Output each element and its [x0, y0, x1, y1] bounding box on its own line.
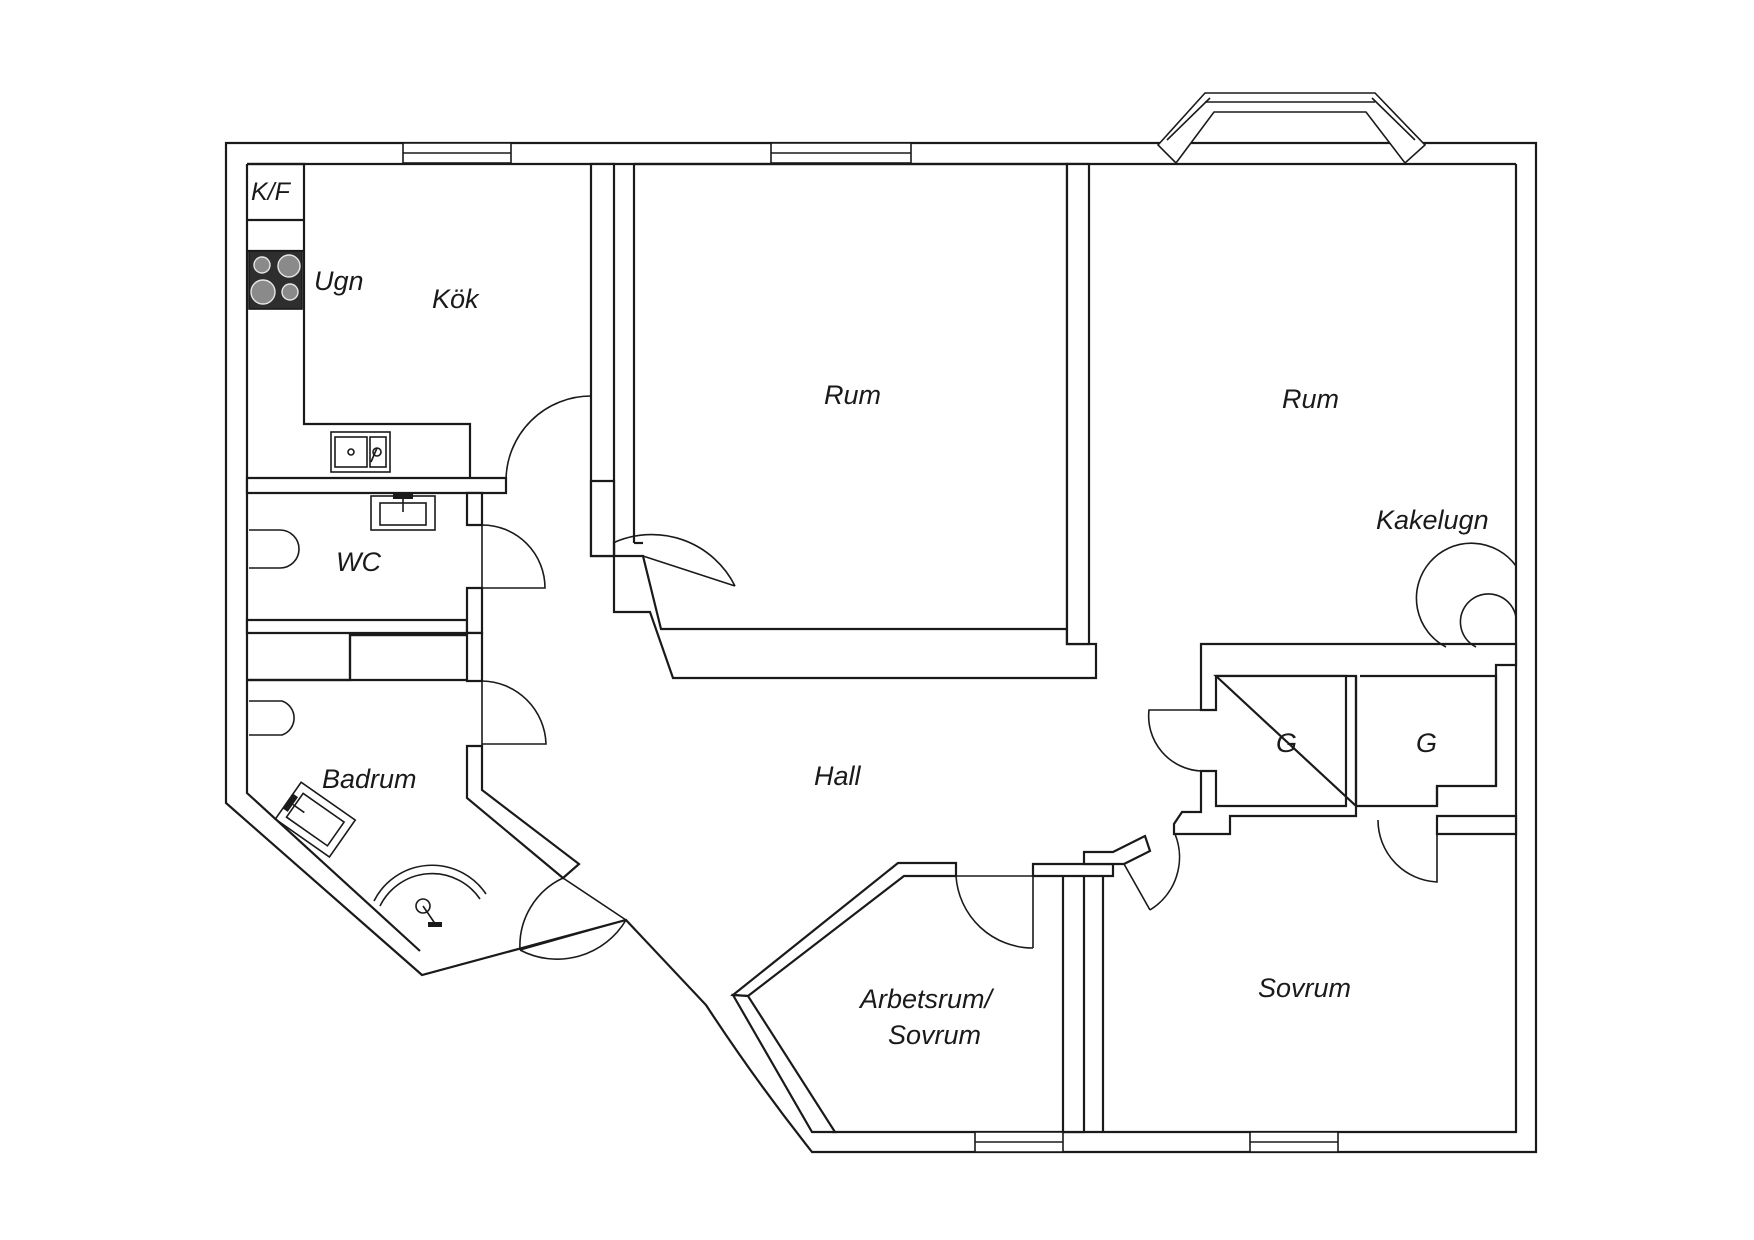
door-study: [955, 875, 1034, 949]
label-bathroom: Badrum: [322, 764, 417, 794]
door-closet-1: [1147, 709, 1202, 772]
label-living-room-1: Rum: [824, 380, 881, 410]
door-wc: [481, 524, 546, 589]
bathroom-toilet-icon: [249, 700, 295, 736]
label-tiled-stove: Kakelugn: [1376, 505, 1489, 535]
door-living-room: [612, 533, 736, 587]
label-closet-2: G: [1416, 728, 1437, 758]
label-fridge-freezer: K/F: [251, 178, 292, 206]
label-kitchen: Kök: [432, 284, 480, 314]
toilet-icon: [249, 529, 300, 569]
label-oven: Ugn: [314, 266, 364, 296]
shower-icon: [373, 864, 487, 927]
door-entrance: [519, 877, 627, 960]
bathroom-fixtures: [274, 781, 487, 927]
label-closet-1: G: [1276, 728, 1297, 758]
kitchen-fixtures: [247, 162, 472, 478]
wc-sink-icon: [370, 494, 436, 531]
label-study-line1: Arbetsrum/: [858, 984, 995, 1014]
tiled-stove-icon: [1415, 542, 1517, 648]
kitchen-sink-icon: [330, 431, 391, 473]
bathroom-sink-icon: [274, 781, 357, 859]
label-study-line2: Sovrum: [888, 1020, 981, 1050]
labels: K/F Ugn Kök Rum Rum Kakelugn WC Badrum H…: [251, 178, 1489, 1050]
label-hall: Hall: [814, 761, 862, 791]
door-closet-2: [1377, 816, 1438, 883]
door-kitchen: [505, 395, 592, 482]
door-bathroom: [481, 680, 547, 746]
wc-fixtures: [249, 494, 436, 736]
door-bedroom: [1123, 833, 1181, 911]
label-bedroom: Sovrum: [1258, 973, 1351, 1003]
label-living-room-2: Rum: [1282, 384, 1339, 414]
windows: [402, 142, 1339, 1153]
doors: [481, 395, 1438, 960]
bay-window: [1156, 92, 1427, 165]
label-wc: WC: [336, 547, 381, 577]
interior-walls: [245, 162, 1518, 1134]
